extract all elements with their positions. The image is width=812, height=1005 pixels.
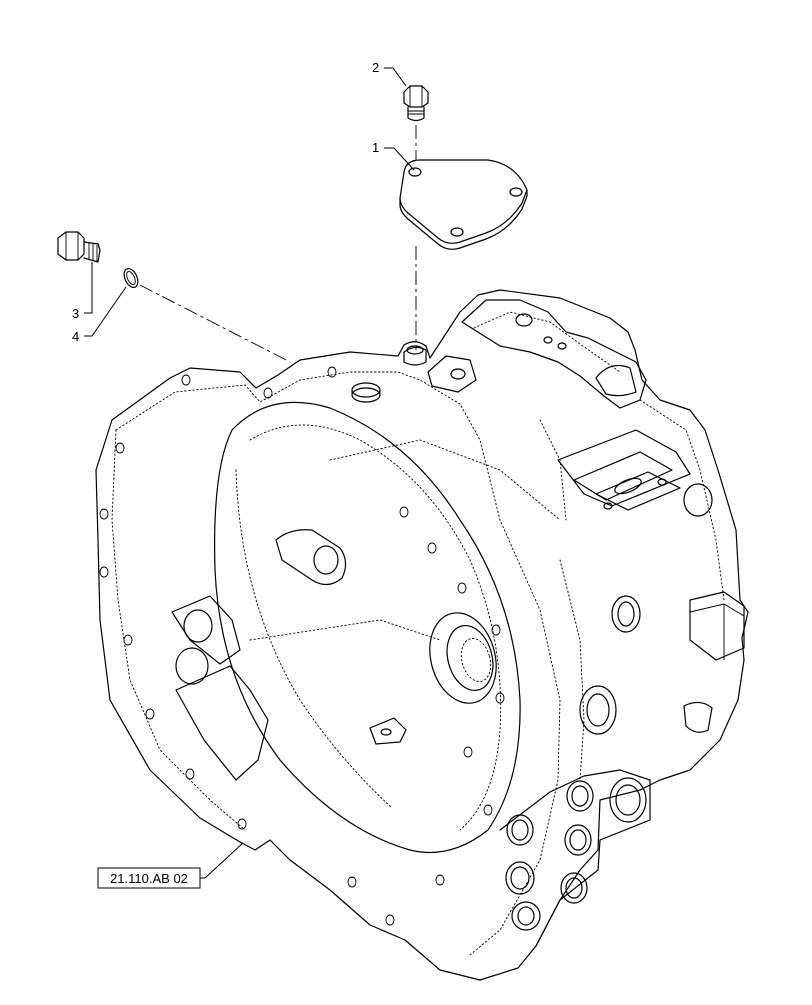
callout-labels: 2 1 3 4 — [72, 60, 379, 344]
part-3-plug[interactable] — [57, 231, 101, 263]
callout-4: 4 — [72, 329, 79, 344]
assembly-center-lines — [139, 125, 417, 363]
part-1-cover-plate[interactable] — [399, 159, 528, 250]
transmission-housing[interactable] — [95, 289, 749, 981]
callout-2: 2 — [372, 60, 379, 75]
reference-label: 21.110.AB 02 — [110, 871, 188, 886]
callout-3: 3 — [72, 306, 79, 321]
part-2-bolt[interactable] — [403, 85, 429, 122]
flange-bolt-holes — [99, 366, 505, 926]
callout-leaders — [84, 67, 415, 879]
callout-1: 1 — [372, 140, 379, 155]
reference-box[interactable]: 21.110.AB 02 — [97, 867, 201, 889]
part-4-o-ring[interactable] — [121, 266, 140, 289]
